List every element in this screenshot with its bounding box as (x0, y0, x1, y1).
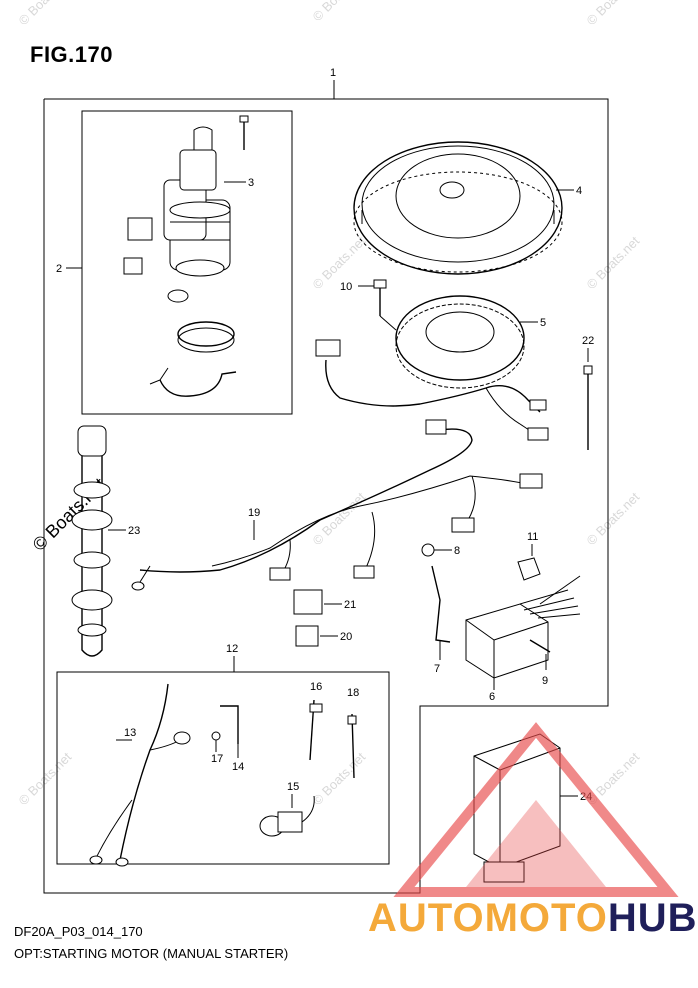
cable-tie-18 (351, 713, 355, 779)
connector (269, 567, 291, 581)
bolt-8 (421, 543, 435, 557)
grommet (167, 289, 189, 303)
bracket-7 (431, 565, 451, 643)
brand-part2: HUB (607, 896, 698, 940)
callout-9: 9 (542, 675, 548, 687)
connector (519, 473, 543, 489)
brand-wordmark: AUTOMOTOHUB (368, 896, 698, 941)
manual-starter-kit-frame (56, 671, 390, 865)
callout-4: 4 (576, 185, 582, 197)
callout-19: 19 (248, 507, 260, 519)
connector (353, 565, 375, 579)
connector (527, 427, 549, 441)
callout-5: 5 (540, 317, 546, 329)
ring-terminal (131, 581, 145, 591)
callout-6: 6 (489, 691, 495, 703)
callout-17: 17 (211, 753, 223, 765)
starter-kit-frame (81, 110, 293, 415)
watermark: © Boats.net (584, 0, 643, 28)
watermark: © Boats.net (310, 0, 369, 24)
switch-15 (259, 795, 315, 837)
watermarks: © Boats.net © Boats.net © Boats.net © Bo… (16, 0, 643, 808)
callout-21: 21 (344, 599, 356, 611)
bolt-17 (211, 731, 221, 741)
bracket-14 (220, 705, 239, 744)
clip-11 (517, 557, 541, 581)
callout-16: 16 (310, 681, 322, 693)
callout-2: 2 (56, 263, 62, 275)
watermark: © Boats.net (310, 749, 369, 808)
stator (395, 295, 525, 389)
connector (529, 399, 547, 411)
figure-title: FIG.170 (30, 42, 113, 67)
rectifier-regulator (465, 575, 581, 679)
band-ring (177, 321, 235, 347)
relay (123, 257, 143, 275)
brand-logo (393, 722, 679, 897)
watermark: © Boats.net (16, 0, 75, 28)
stator-harness (325, 359, 541, 413)
figure-code: DF20A_P03_014_170 (14, 924, 143, 939)
relay-20 (295, 625, 319, 647)
callout-12: 12 (226, 643, 238, 655)
callout-10: 10 (340, 281, 352, 293)
callout-8: 8 (454, 545, 460, 557)
starter-motor (163, 126, 231, 277)
main-frame (43, 98, 609, 894)
bolt-10 (373, 279, 387, 316)
camshaft (71, 425, 113, 657)
watermark: © Boats.net (584, 489, 643, 548)
brand-part1: AUTOMOTO (368, 896, 608, 940)
callout-11: 11 (527, 531, 538, 543)
connector (315, 339, 341, 357)
callout-20: 20 (340, 631, 352, 643)
callout-3: 3 (248, 177, 254, 189)
callout-14: 14 (232, 761, 244, 773)
relay (127, 217, 153, 241)
bolt-3 (239, 115, 249, 150)
callout-15: 15 (287, 781, 299, 793)
cable-13 (119, 683, 169, 861)
relay-21 (293, 589, 323, 615)
callout-13: 13 (124, 727, 136, 739)
callout-1: 1 (330, 67, 336, 79)
watermark: © Boats.net (310, 489, 369, 548)
callout-23: 23 (128, 525, 140, 537)
watermark: © Boats.net (16, 749, 75, 808)
clamp (159, 371, 237, 397)
connector (425, 419, 447, 435)
bolt-9 (529, 639, 551, 653)
callout-7: 7 (434, 663, 440, 675)
main-harness (139, 428, 473, 573)
flywheel (353, 141, 563, 275)
figure-description: OPT:STARTING MOTOR (MANUAL STARTER) (14, 946, 289, 961)
callout-18: 18 (347, 687, 359, 699)
callout-22: 22 (582, 335, 594, 347)
watermark: © Boats.net (584, 233, 643, 292)
connector (451, 517, 475, 533)
